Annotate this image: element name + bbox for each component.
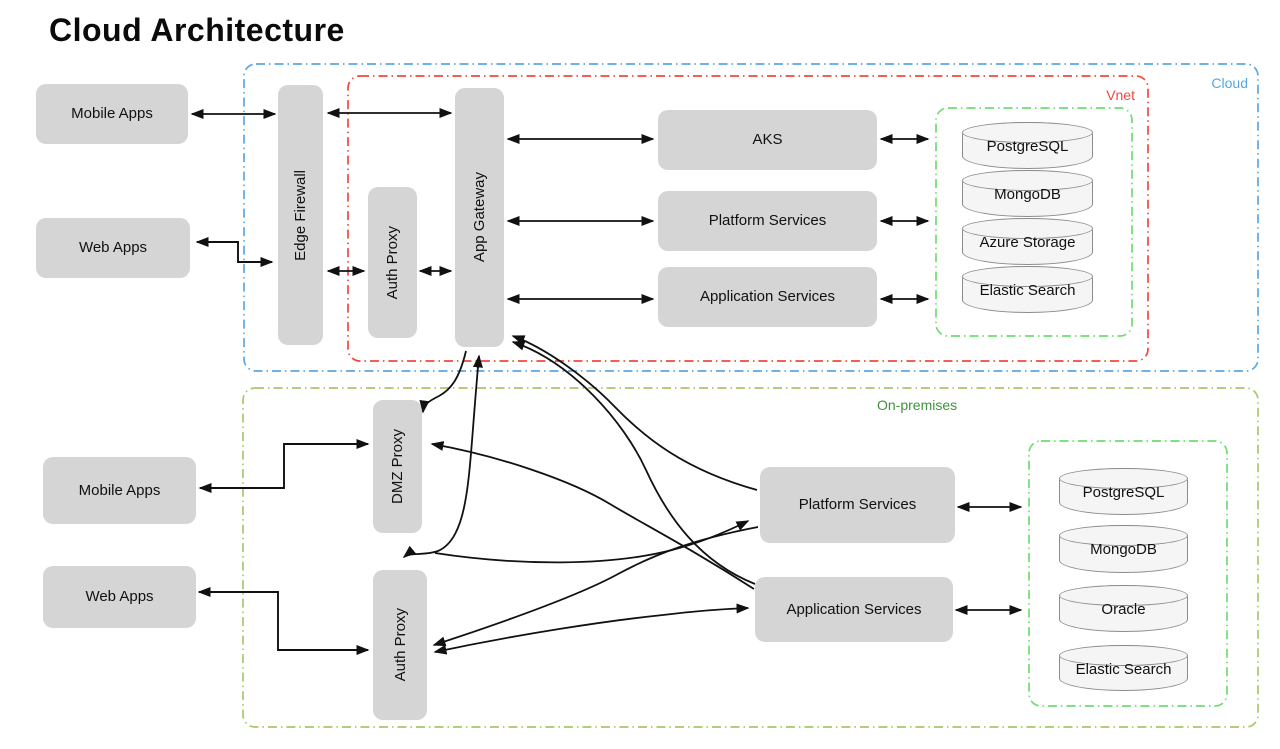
node-dmz-proxy: DMZ Proxy [373, 400, 422, 533]
node-application-services-cloud: Application Services [658, 267, 877, 327]
arrow-onprem-platform-to-app-gateway [511, 335, 758, 491]
arrow-auth-proxy-to-onprem-platform [434, 520, 750, 564]
db-label: PostgreSQL [1082, 484, 1165, 501]
node-edge-firewall: Edge Firewall [278, 85, 323, 345]
node-web-apps-cloud: Web Apps [36, 218, 190, 278]
node-mobile-apps-cloud: Mobile Apps [36, 84, 188, 144]
node-platform-services-onprem: Platform Services [760, 467, 955, 543]
node-aks: AKS [658, 110, 877, 170]
db-elastic-search-onprem: Elastic Search [1059, 645, 1188, 691]
auth-proxy-onprem-label: Auth Proxy [391, 608, 409, 682]
cloud-region-label: Cloud [1211, 75, 1248, 91]
vnet-region-label: Vnet [1106, 87, 1135, 103]
db-mongodb-onprem: MongoDB [1059, 525, 1188, 573]
node-platform-services-cloud: Platform Services [658, 191, 877, 251]
arrow-auth-proxy-onprem-application [433, 603, 750, 655]
node-auth-proxy-onprem: Auth Proxy [373, 570, 427, 720]
db-label: Elastic Search [979, 282, 1076, 299]
db-label: Azure Storage [979, 234, 1076, 251]
app-gateway-label: App Gateway [471, 172, 488, 263]
arrow-onprem-application-to-dmz-proxy [430, 441, 755, 590]
db-label: Oracle [1101, 601, 1146, 618]
arrow-app-gateway-to-dmz-proxy [419, 350, 467, 414]
db-oracle-onprem: Oracle [1059, 585, 1188, 632]
db-mongodb-cloud: MongoDB [962, 170, 1093, 217]
edge-firewall-label: Edge Firewall [292, 169, 309, 261]
db-postgresql-onprem: PostgreSQL [1059, 468, 1188, 515]
db-postgresql-cloud: PostgreSQL [962, 122, 1093, 169]
auth-proxy-cloud-label: Auth Proxy [384, 225, 401, 300]
node-auth-proxy-cloud: Auth Proxy [368, 187, 417, 338]
db-azure-storage-cloud: Azure Storage [962, 218, 1093, 265]
db-label: MongoDB [1090, 541, 1157, 558]
arrow-web-apps-edge-firewall [195, 237, 274, 267]
node-web-apps-onprem: Web Apps [43, 566, 196, 628]
dmz-proxy-label: DMZ Proxy [389, 429, 406, 504]
node-application-services-onprem: Application Services [755, 577, 953, 642]
db-elastic-search-cloud: Elastic Search [962, 266, 1093, 313]
arrow-onprem-mobile-dmz-proxy [198, 439, 370, 493]
node-mobile-apps-onprem: Mobile Apps [43, 457, 196, 524]
onprem-region-label: On-premises [877, 397, 958, 413]
db-label: PostgreSQL [986, 138, 1069, 155]
arrow-onprem-platform-to-auth-proxy [432, 526, 759, 647]
node-app-gateway: App Gateway [455, 88, 504, 347]
db-label: MongoDB [994, 186, 1061, 203]
diagram-title: Cloud Architecture [49, 12, 345, 48]
arrow-onprem-application-to-app-gateway [511, 340, 756, 585]
db-label: Elastic Search [1075, 661, 1172, 678]
arrow-onprem-web-auth-proxy [197, 587, 370, 655]
